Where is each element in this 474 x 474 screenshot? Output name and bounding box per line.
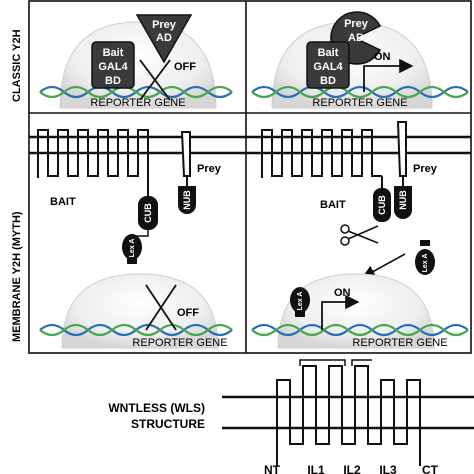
- wls-topology: [276, 365, 421, 466]
- myth-on-panel: BAIT CUB Prey NUB Lex A: [246, 121, 471, 349]
- off-label: OFF: [177, 307, 199, 319]
- prey-transmembrane: [396, 121, 407, 177]
- cub-domain: CUB: [373, 188, 391, 222]
- wls-nt-label: NT: [264, 463, 281, 474]
- nucleus-dome: [61, 273, 219, 349]
- wls-title-line2: STRUCTURE: [131, 417, 205, 431]
- svg-text:Lex A: Lex A: [422, 254, 429, 273]
- off-cross: [139, 59, 171, 101]
- lexa-bulb-free: Lex A: [415, 240, 435, 275]
- membrane: [246, 135, 471, 155]
- prey-label: Prey: [152, 19, 177, 31]
- wls-title-line1: WNTLESS (WLS): [108, 401, 205, 415]
- bait-label: Bait: [318, 47, 339, 59]
- wls-ct-label: CT: [422, 463, 439, 474]
- translocation-arrow: [362, 253, 406, 278]
- prey-ad-triangle: Prey AD: [135, 14, 193, 64]
- bait-transmembrane: [37, 129, 149, 178]
- wls-il1-label: IL1: [307, 463, 325, 474]
- reporter-gene-label: REPORTER GENE: [132, 337, 227, 349]
- wls-structure: WNTLESS (WLS) STRUCTURE NT IL1 IL2 IL3 C…: [108, 359, 474, 474]
- cub-domain: CUB: [138, 196, 158, 230]
- reporter-gene-label: REPORTER GENE: [90, 97, 185, 109]
- prey-label: Prey: [197, 163, 222, 175]
- bd-label: BD: [320, 75, 336, 87]
- classic-y2h-label: CLASSIC Y2H: [11, 29, 23, 102]
- wls-il3-label: IL3: [379, 463, 397, 474]
- dna-helix: [39, 323, 233, 337]
- lexa-bulb: Lex A: [122, 234, 142, 264]
- gal4-label: GAL4: [313, 61, 343, 73]
- on-arrow: [363, 58, 414, 92]
- on-label: ON: [374, 51, 391, 63]
- on-label: ON: [334, 287, 351, 299]
- bd-label: BD: [105, 75, 121, 87]
- dna-helix: [39, 85, 233, 99]
- bait-label: BAIT: [50, 196, 76, 208]
- classic-off-panel: Bait GAL4 BD Prey AD OFF REPORTER GENE: [39, 14, 233, 109]
- on-arrow: [321, 294, 360, 330]
- prey-label: Prey: [413, 163, 438, 175]
- svg-text:CUB: CUB: [377, 195, 387, 215]
- lexa-bulb-bound: Lex A: [290, 287, 310, 317]
- svg-text:Lex A: Lex A: [297, 292, 304, 311]
- classic-on-panel: Prey AD Bait GAL4 BD ON REPORTER GENE: [251, 11, 469, 109]
- off-cross: [145, 284, 177, 331]
- prey-transmembrane: [180, 131, 191, 177]
- dna-helix: [251, 323, 469, 337]
- prey-label: Prey: [344, 18, 369, 30]
- reporter-gene-label: REPORTER GENE: [352, 337, 447, 349]
- nub-domain: NUB: [394, 186, 412, 219]
- bait-label: Bait: [103, 47, 124, 59]
- wls-il2-label: IL2: [343, 463, 361, 474]
- dna-helix: [251, 85, 469, 99]
- wls-membrane: [222, 395, 474, 430]
- off-label: OFF: [174, 61, 196, 73]
- bait-gal4-bd: Bait GAL4 BD: [91, 41, 135, 89]
- ad-label: AD: [348, 32, 364, 44]
- bait-transmembrane: [261, 129, 382, 178]
- scissors-icon: [340, 224, 379, 246]
- ad-label: AD: [156, 32, 172, 44]
- nub-domain: NUB: [178, 186, 196, 214]
- reporter-gene-label: REPORTER GENE: [312, 97, 407, 109]
- membrane-y2h-label: MEMBRANE Y2H (MYTH): [11, 211, 23, 342]
- svg-text:NUB: NUB: [398, 190, 408, 210]
- panel-grid: [28, 0, 472, 354]
- gal4-label: GAL4: [98, 61, 128, 73]
- bait-gal4-bd: Bait GAL4 BD: [306, 41, 350, 89]
- svg-text:Lex A: Lex A: [129, 239, 136, 258]
- svg-text:NUB: NUB: [182, 190, 192, 210]
- myth-off-panel: BAIT CUB Lex A Prey NUB OFF REPORTER GEN…: [29, 129, 246, 349]
- svg-text:CUB: CUB: [143, 203, 153, 223]
- bait-label: BAIT: [320, 199, 346, 211]
